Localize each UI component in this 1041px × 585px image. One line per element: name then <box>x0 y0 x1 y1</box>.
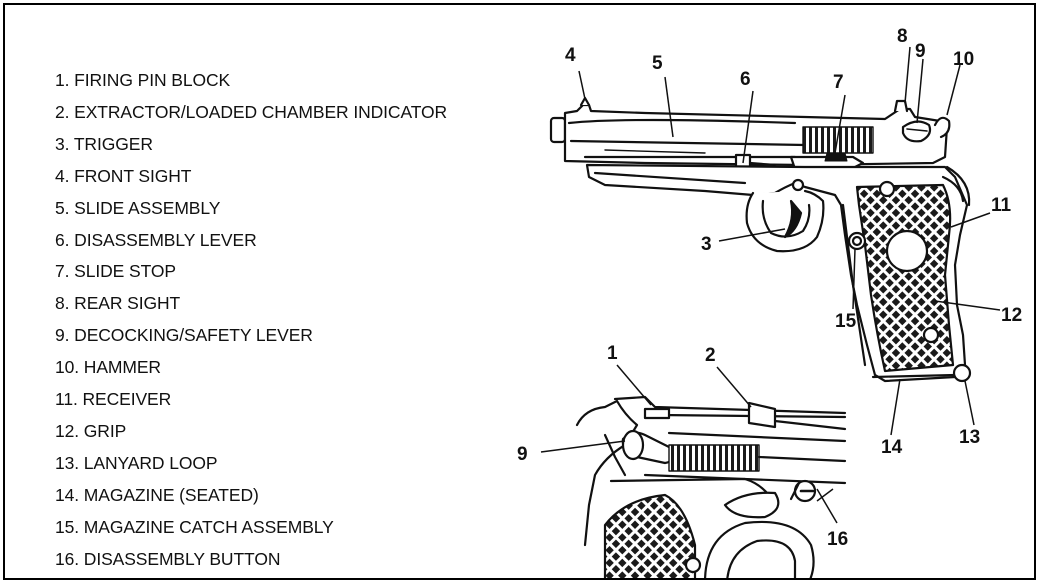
legend-item-7: 7. SLIDE STOP <box>55 261 176 282</box>
legend-item-16: 16. DISASSEMBLY BUTTON <box>55 548 281 569</box>
callout-10: 10 <box>953 49 974 70</box>
lanyard-loop <box>952 363 972 383</box>
trigger-guard <box>745 189 825 253</box>
legend-item-6: 6. DISASSEMBLY LEVER <box>55 229 257 250</box>
callout-detail-1: 1 <box>607 343 618 364</box>
legend-item-14: 14. MAGAZINE (SEATED) <box>55 484 259 505</box>
legend-item-5: 5. SLIDE ASSEMBLY <box>55 197 221 218</box>
legend-item-4: 4. FRONT SIGHT <box>55 165 192 186</box>
legend-item-9: 9. DECOCKING/SAFETY LEVER <box>55 325 313 346</box>
callout-11: 11 <box>991 195 1012 216</box>
callout-5: 5 <box>652 53 663 74</box>
callout-12: 12 <box>1001 305 1022 326</box>
extractor <box>747 401 777 429</box>
legend-item-2: 2. EXTRACTOR/LOADED CHAMBER INDICATOR <box>55 101 448 122</box>
legend-item-8: 8. REAR SIGHT <box>55 293 181 314</box>
callout-detail-9: 9 <box>517 444 528 465</box>
legend-item-11: 11. RECEIVER <box>55 389 172 410</box>
legend-item-15: 15. MAGAZINE CATCH ASSEMBLY <box>55 516 334 537</box>
parts-legend: 1. FIRING PIN BLOCK 2. EXTRACTOR/LOADED … <box>55 65 447 576</box>
hammer <box>933 116 951 139</box>
leader-lines-bottom <box>540 364 838 524</box>
diagram-frame: 1. FIRING PIN BLOCK 2. EXTRACTOR/LOADED … <box>3 3 1036 580</box>
callout-numbers: 4 5 6 7 8 9 10 3 11 15 12 14 13 1 2 9 16 <box>517 26 1022 550</box>
callout-15: 15 <box>835 311 857 332</box>
rear-sight <box>893 99 909 113</box>
magazine-base <box>871 373 957 379</box>
pistol-side-view <box>549 96 972 383</box>
legend-item-13: 13. LANYARD LOOP <box>55 452 218 473</box>
callout-4: 4 <box>565 45 576 66</box>
leader-lines-top <box>578 46 1001 436</box>
callout-7: 7 <box>833 72 844 93</box>
legend-item-1: 1. FIRING PIN BLOCK <box>55 70 231 90</box>
detail-serrations <box>668 444 760 472</box>
front-sight <box>579 96 591 107</box>
callout-detail-2: 2 <box>705 345 716 366</box>
trigger <box>783 199 803 239</box>
callout-9: 9 <box>915 41 926 62</box>
muzzle <box>549 116 567 144</box>
legend-item-10: 10. HAMMER <box>55 357 161 378</box>
callout-3: 3 <box>701 234 712 255</box>
frame-detail-view <box>575 395 847 578</box>
firing-pin-block <box>643 407 671 420</box>
callout-14: 14 <box>881 437 903 458</box>
grip-panel <box>855 183 955 373</box>
legend-item-3: 3. TRIGGER <box>55 133 153 154</box>
pistol-illustration: 4 5 6 7 8 9 10 3 11 15 12 14 13 1 2 9 16 <box>517 26 1022 578</box>
callout-6: 6 <box>740 69 751 90</box>
callout-8: 8 <box>897 26 908 47</box>
legend-item-12: 12. GRIP <box>55 420 127 441</box>
callout-detail-16: 16 <box>827 529 848 550</box>
callout-13: 13 <box>959 427 980 448</box>
